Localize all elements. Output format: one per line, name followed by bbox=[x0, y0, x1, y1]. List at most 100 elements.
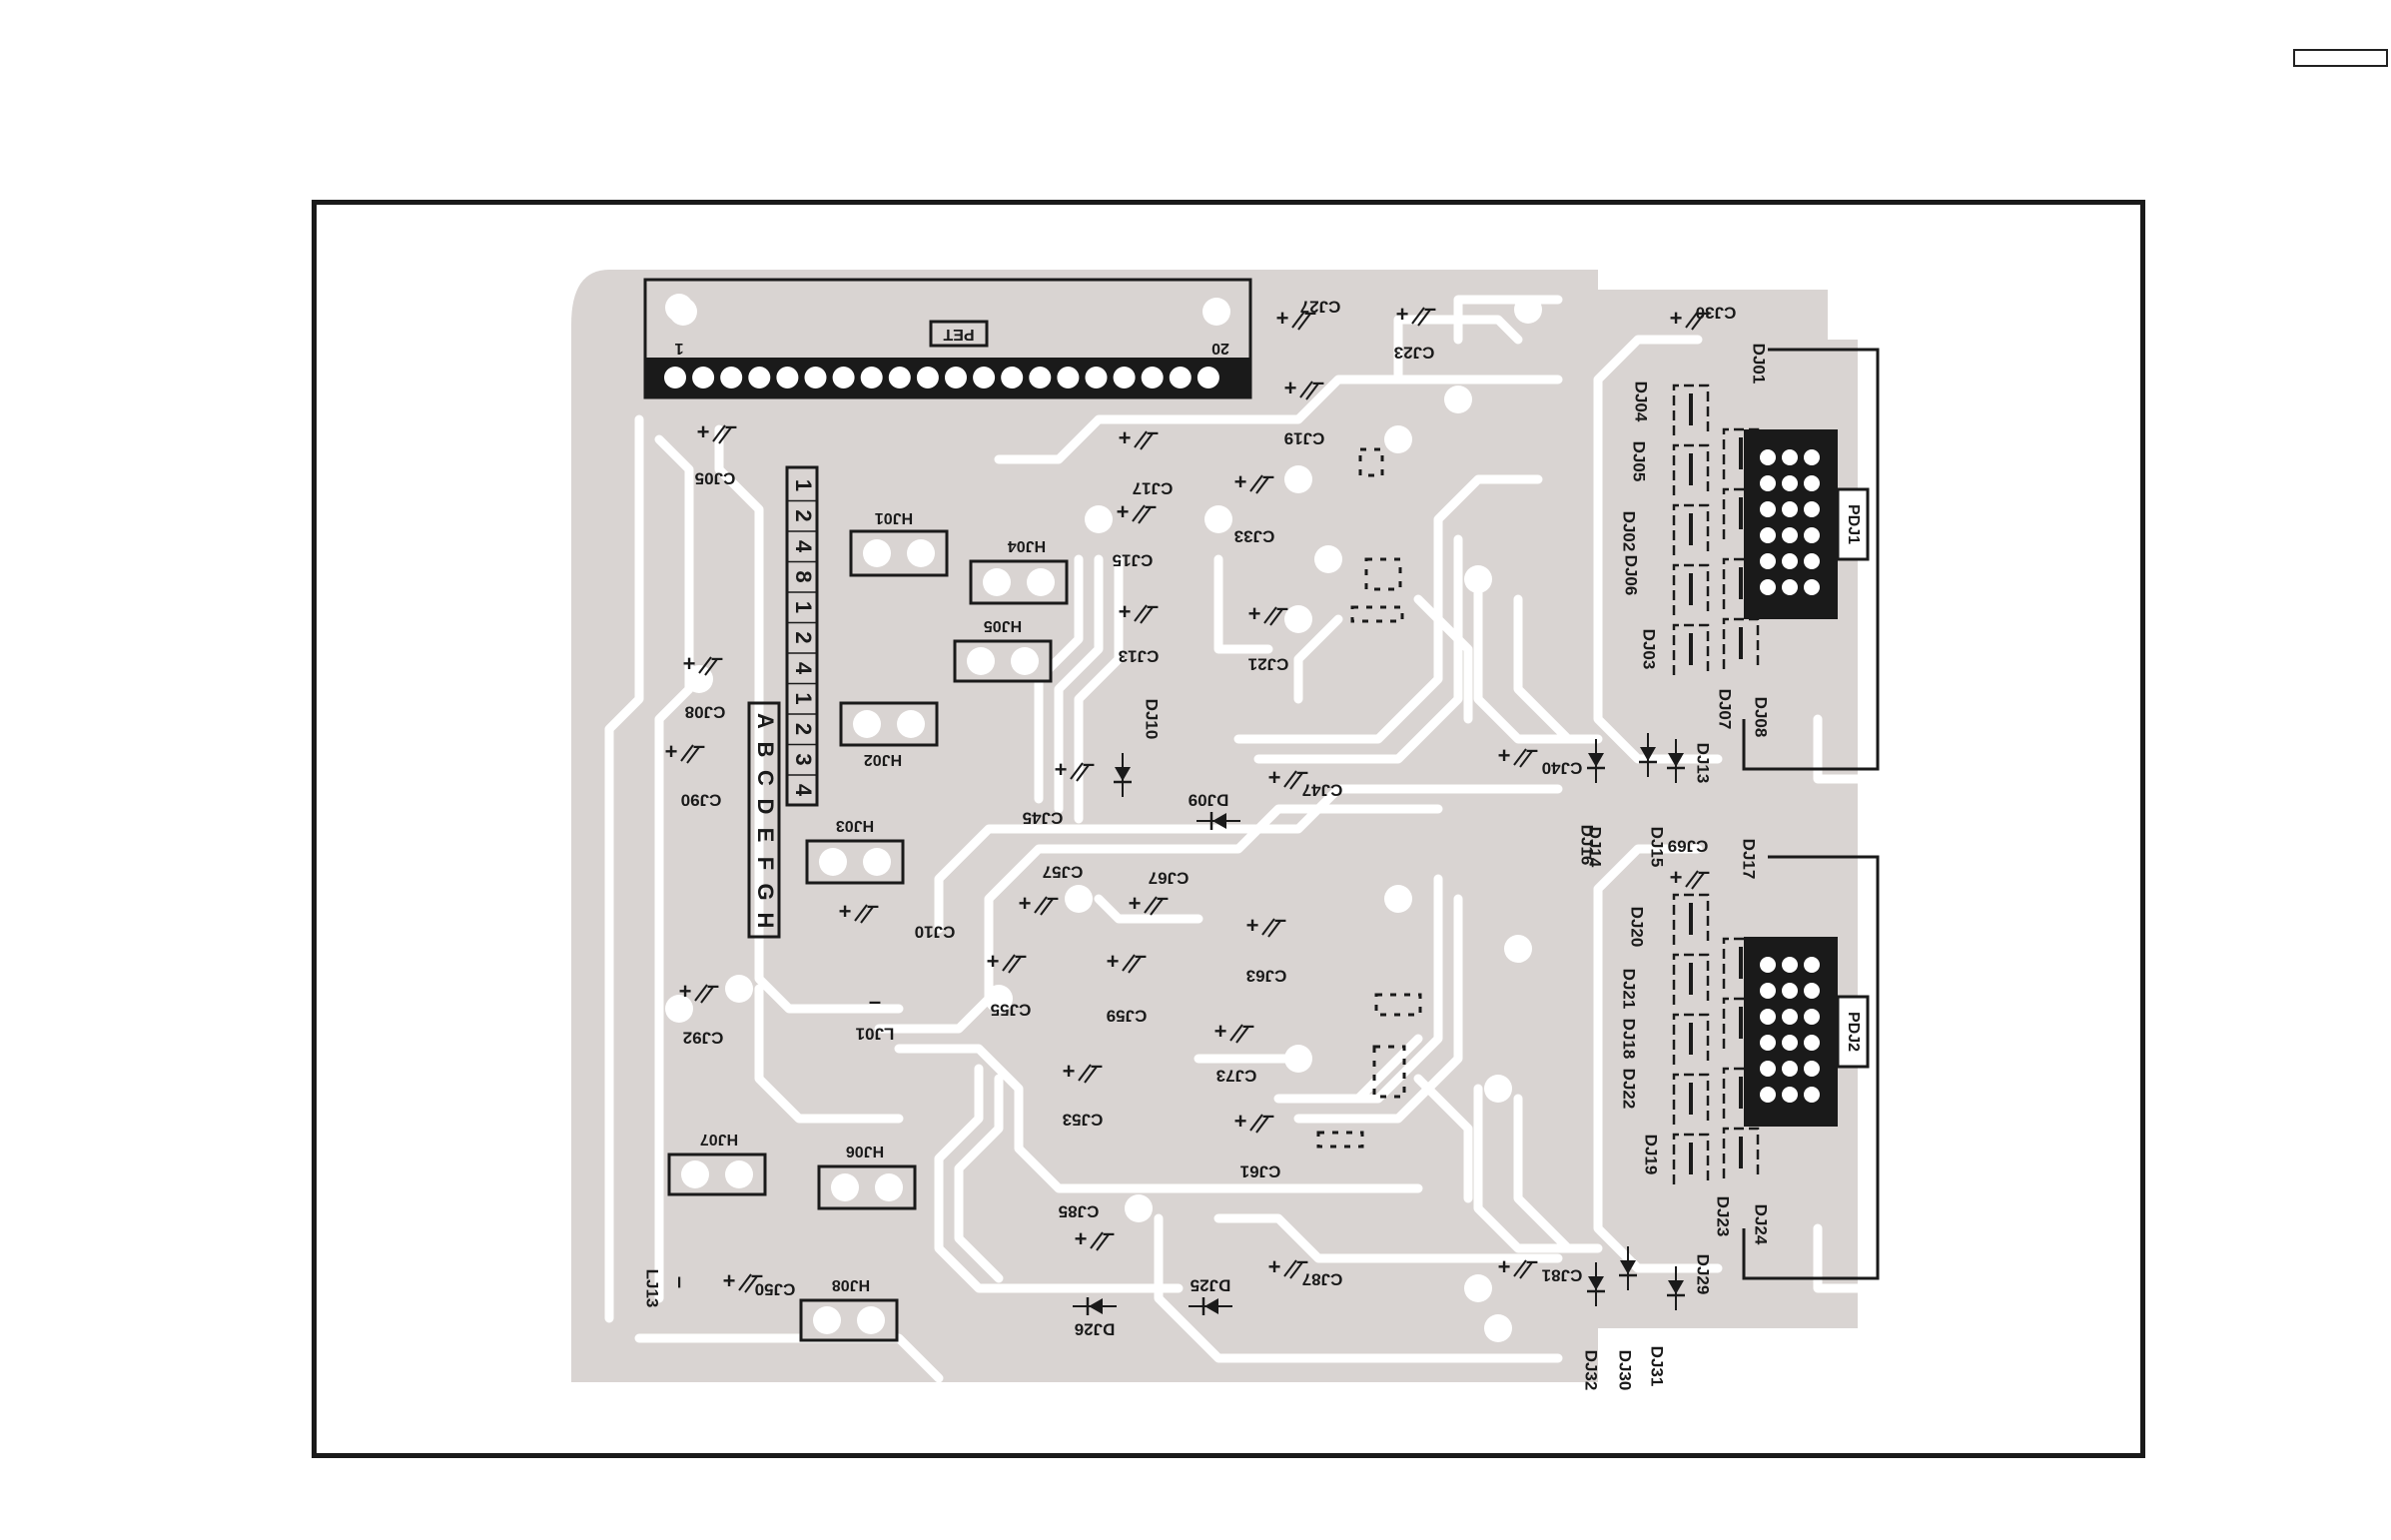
pet-pin bbox=[1085, 367, 1108, 388]
capacitor-label-cj15: CJ15 bbox=[1113, 551, 1154, 570]
jumper-table-side-label: B bbox=[753, 742, 778, 758]
capacitor-plus: + bbox=[1246, 913, 1259, 938]
capacitor-plate bbox=[1134, 430, 1148, 448]
dashed-outline-1 bbox=[1364, 557, 1402, 591]
diode-outline-6 bbox=[1722, 487, 1760, 539]
header-label-hj02: HJ02 bbox=[864, 751, 902, 768]
jumper-table-top-label: 2 bbox=[791, 509, 816, 521]
via-pad-19 bbox=[1484, 1314, 1512, 1342]
capacitor-plus: + bbox=[697, 419, 710, 444]
pdj1-tab bbox=[1836, 487, 1870, 561]
header-pad bbox=[725, 1160, 753, 1188]
diode-label-dj26: DJ26 bbox=[1075, 1320, 1116, 1339]
capacitor-plate bbox=[1040, 898, 1054, 916]
header-label-hj03: HJ03 bbox=[836, 817, 874, 834]
trace-3 bbox=[874, 804, 1443, 1034]
diode-outline-2 bbox=[1672, 503, 1710, 555]
diode-label-dj23: DJ23 bbox=[1714, 1196, 1733, 1237]
capacitor-plus: + bbox=[1670, 306, 1683, 331]
pet-pin bbox=[945, 367, 967, 388]
pdj2-pin bbox=[1782, 1009, 1798, 1025]
header-label-hj01: HJ01 bbox=[875, 509, 913, 526]
via-pad-4 bbox=[1085, 505, 1113, 533]
jumper-table-top-label: 1 bbox=[791, 479, 816, 491]
pdj1-pin bbox=[1804, 553, 1820, 569]
diode-label-dj14: DJ14 bbox=[1586, 827, 1605, 868]
capacitor-plus: + bbox=[1248, 601, 1261, 626]
inductor-label-lj01: LJ01 bbox=[856, 1025, 895, 1044]
pdj1-pin bbox=[1760, 527, 1776, 543]
capacitor-label-cj40: CJ40 bbox=[1542, 759, 1583, 778]
inductor-label-lj13: LJ13 bbox=[643, 1269, 662, 1308]
trace-10 bbox=[1233, 474, 1543, 744]
pdj2-pin bbox=[1760, 957, 1776, 973]
pdj2-pin bbox=[1804, 1087, 1820, 1103]
capacitor-label-cj61: CJ61 bbox=[1240, 1162, 1281, 1181]
capacitor-plate bbox=[1255, 476, 1269, 494]
capacitor-plate bbox=[1411, 307, 1425, 325]
capacitor-plus: + bbox=[1129, 891, 1142, 916]
capacitor-plate bbox=[1291, 311, 1305, 329]
capacitor-plate bbox=[1691, 313, 1705, 331]
jumper-table-top-box bbox=[785, 465, 819, 807]
trace-35 bbox=[1353, 1034, 1423, 1104]
trace-32 bbox=[1094, 894, 1203, 924]
trace-11 bbox=[1253, 534, 1463, 764]
trace-8 bbox=[1054, 554, 1104, 814]
capacitor-plus: + bbox=[665, 739, 678, 764]
capacitor-label-cj05: CJ05 bbox=[695, 469, 736, 488]
header-pad bbox=[863, 539, 891, 567]
capacitor-plate bbox=[1289, 772, 1303, 790]
pdj1-bracket bbox=[1742, 348, 1880, 771]
pdj1-pin bbox=[1782, 579, 1798, 595]
trace-24 bbox=[1813, 1223, 1883, 1293]
pet-pin bbox=[832, 367, 855, 388]
header-label-hj04: HJ04 bbox=[1008, 537, 1046, 554]
via-pad-11 bbox=[1065, 885, 1093, 913]
capacitor-plate bbox=[860, 906, 874, 924]
pet-pin bbox=[973, 367, 996, 388]
pdj2-pin bbox=[1760, 1087, 1776, 1103]
capacitor-label-cj30: CJ30 bbox=[1696, 304, 1737, 323]
jumper-table-side-label: G bbox=[753, 883, 778, 900]
pdj2-pin bbox=[1782, 983, 1798, 999]
capacitor-label-cj67: CJ67 bbox=[1149, 869, 1190, 888]
capacitor-label-cj21: CJ21 bbox=[1248, 655, 1289, 674]
corner-page-tab bbox=[2293, 49, 2388, 67]
diode-outline-1 bbox=[1672, 443, 1710, 495]
pet-pin bbox=[888, 367, 911, 388]
capacitor-plate bbox=[1078, 1064, 1092, 1082]
capacitor-plate bbox=[744, 1275, 758, 1293]
pdj1-label: PDJ1 bbox=[1845, 504, 1862, 544]
trace-22 bbox=[1593, 844, 1723, 1273]
via-pad-2 bbox=[1384, 425, 1412, 453]
capacitor-plate bbox=[1283, 770, 1297, 788]
capacitor-plate bbox=[1150, 898, 1164, 916]
trace-34 bbox=[1413, 594, 1473, 724]
trace-4 bbox=[894, 1044, 1423, 1193]
header-label-hj08: HJ08 bbox=[832, 1276, 870, 1293]
capacitor-label-cj19: CJ19 bbox=[1284, 429, 1325, 448]
diode-outline-3 bbox=[1672, 563, 1710, 615]
pdj2-pin bbox=[1782, 1061, 1798, 1077]
capacitor-plus: + bbox=[987, 949, 1000, 974]
capacitor-plate bbox=[1008, 956, 1022, 974]
capacitor-plate bbox=[1096, 1233, 1110, 1251]
capacitor-plus: + bbox=[1268, 765, 1281, 790]
capacitor-label-cj55: CJ55 bbox=[991, 1001, 1032, 1020]
trace-14 bbox=[1213, 554, 1273, 654]
capacitor-plate bbox=[694, 984, 708, 1002]
capacitor-plus: + bbox=[1019, 891, 1032, 916]
diode-symbol-9 bbox=[1073, 1297, 1117, 1315]
trace-12 bbox=[1393, 315, 1523, 385]
capacitor-plus: + bbox=[1670, 865, 1683, 890]
pdj2-label: PDJ2 bbox=[1845, 1012, 1862, 1052]
capacitor-plate bbox=[1263, 606, 1277, 624]
via-pad-20 bbox=[1314, 545, 1342, 573]
via-pad-12 bbox=[1284, 1045, 1312, 1073]
pet-pin bbox=[1029, 367, 1052, 388]
capacitor-label-cj63: CJ63 bbox=[1246, 967, 1287, 986]
capacitor-plus: + bbox=[1498, 1254, 1511, 1279]
pdj1-pin bbox=[1804, 527, 1820, 543]
capacitor-plate bbox=[1090, 1231, 1104, 1249]
